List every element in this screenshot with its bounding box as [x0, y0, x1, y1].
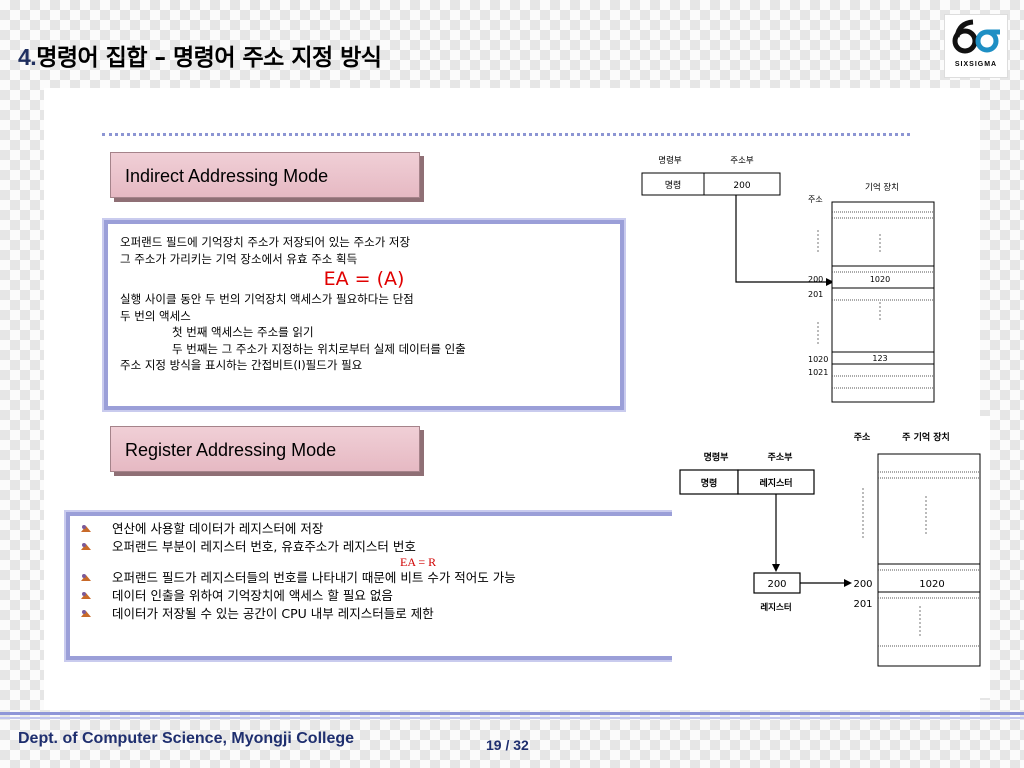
- list-item: 오퍼랜드 필드가 레지스터들의 번호를 나타내기 때문에 비트 수가 적어도 가…: [80, 569, 726, 587]
- list-item: 오퍼랜드 부분이 레지스터 번호, 유효주소가 레지스터 번호: [80, 538, 726, 556]
- bullet-icon: [81, 592, 91, 599]
- indirect-description-box: 오퍼랜드 필드에 기억장치 주소가 저장되어 있는 주소가 저장 그 주소가 가…: [104, 220, 624, 410]
- title-number: 4.: [18, 44, 37, 70]
- bullet-text: 오퍼랜드 필드가 레지스터들의 번호를 나타내기 때문에 비트 수가 적어도 가…: [112, 570, 516, 585]
- register-value: 200: [767, 579, 786, 590]
- text-line: 첫 번째 액세스는 주소를 읽기: [172, 325, 314, 339]
- register-diagram: 명령부 주소부 명령 레지스터 200 레지스터 주소 주 기억 장치 200 …: [672, 416, 990, 698]
- register-mode-label: Register Addressing Mode: [110, 426, 420, 472]
- footer-department: Dept. of Computer Science, Myongji Colle…: [18, 730, 355, 747]
- sixsigma-logo: SIXSIGMA: [944, 14, 1008, 78]
- text-line: 오퍼랜드 필드에 기억장치 주소가 저장되어 있는 주소가 저장: [120, 235, 411, 249]
- register-formula: EA = R: [400, 555, 437, 569]
- bullet-text: 오퍼랜드 부분이 레지스터 번호, 유효주소가 레지스터 번호: [112, 539, 416, 554]
- list-item: 데이터가 저장될 수 있는 공간이 CPU 내부 레지스터들로 제한: [80, 605, 726, 623]
- bullet-icon: [81, 543, 91, 550]
- memory-address-header: 주소: [854, 432, 871, 443]
- address-200: 200: [808, 275, 823, 284]
- address-cell: 200: [733, 181, 750, 191]
- text-line: 실행 사이클 동안 두 번의 기억장치 액세스가 필요하다는 단점: [120, 292, 414, 306]
- opcode-cell: 명령: [665, 179, 682, 191]
- address-1020: 1020: [808, 355, 828, 364]
- dotted-divider: [102, 133, 910, 136]
- logo-wordmark: SIXSIGMA: [954, 61, 998, 68]
- value-at-1020: 123: [872, 354, 887, 363]
- value-at-200: 1020: [870, 275, 890, 284]
- memory-title: 기억 장치: [865, 182, 899, 193]
- indirect-formula: EA = (A): [323, 268, 405, 290]
- bullet-icon: [81, 610, 91, 617]
- address-201: 201: [808, 290, 823, 299]
- memory-title: 주 기억 장치: [902, 431, 950, 443]
- value-at-200: 1020: [919, 579, 944, 590]
- footer-divider: [0, 712, 1024, 715]
- text-line: 두 번의 액세스: [120, 308, 191, 323]
- title-text: 명령어 집합 – 명령어 주소 지정 방식: [36, 45, 382, 71]
- text-line: 두 번째는 그 주소가 지정하는 위치로부터 실제 데이터를 인출: [172, 341, 466, 356]
- bullet-icon: [81, 574, 91, 581]
- header-address: 주소부: [768, 452, 793, 463]
- indirect-diagram: 명령부 주소부 명령 200 기억 장치 주소 200 1020 201 102…: [626, 142, 964, 412]
- register-cell: 레지스터: [759, 477, 792, 489]
- footer-divider-thin: [0, 717, 1024, 719]
- slide-title: 4.명령어 집합 – 명령어 주소 지정 방식: [18, 38, 382, 72]
- header-address: 주소부: [730, 156, 754, 166]
- header-opcode: 명령부: [658, 155, 682, 166]
- page-number: 19 / 32: [486, 737, 529, 753]
- bullet-text: 연산에 사용할 데이터가 레지스터에 저장: [112, 521, 324, 536]
- list-item: 데이터 인출을 위하여 기억장치에 액세스 할 필요 없음: [80, 587, 726, 605]
- sixsigma-mark-icon: [952, 19, 1000, 54]
- bullet-text: 데이터가 저장될 수 있는 공간이 CPU 내부 레지스터들로 제한: [112, 606, 434, 621]
- opcode-cell: 명령: [701, 477, 718, 489]
- bullet-text: 데이터 인출을 위하여 기억장치에 액세스 할 필요 없음: [112, 588, 393, 603]
- address-1021: 1021: [808, 368, 828, 377]
- text-line: 주소 지정 방식을 표시하는 간접비트(I)필드가 필요: [120, 358, 363, 372]
- list-item: 연산에 사용할 데이터가 레지스터에 저장: [80, 520, 726, 538]
- bullet-icon: [81, 525, 91, 532]
- address-label: 주소: [808, 195, 823, 204]
- address-200: 200: [853, 579, 872, 590]
- header-opcode: 명령부: [704, 451, 729, 463]
- register-label: 레지스터: [760, 602, 791, 613]
- register-description-box: 연산에 사용할 데이터가 레지스터에 저장 오퍼랜드 부분이 레지스터 번호, …: [66, 512, 740, 660]
- text-line: 그 주소가 가리키는 기억 장소에서 유효 주소 획득: [120, 251, 358, 266]
- address-201: 201: [853, 599, 872, 610]
- indirect-mode-label: Indirect Addressing Mode: [110, 152, 420, 198]
